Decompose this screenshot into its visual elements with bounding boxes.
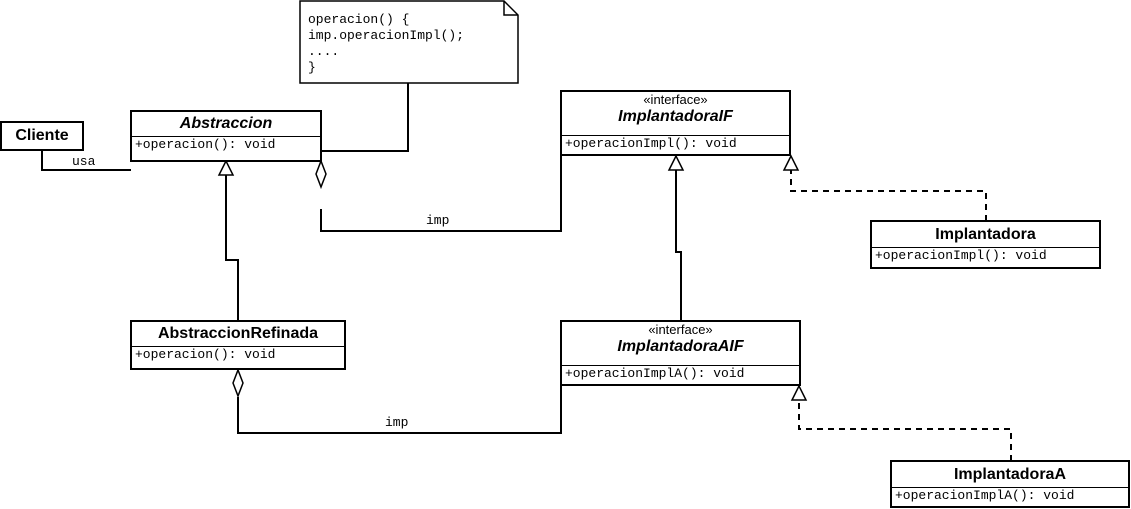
realization-arrow-implantadoraif — [782, 154, 800, 171]
generalization-aif — [675, 170, 682, 321]
class-separator — [562, 365, 799, 366]
class-abstraccion-refinada[interactable]: AbstraccionRefinada +operacion(): void — [130, 320, 346, 370]
note-line: imp.operacionImpl(); — [308, 28, 465, 43]
class-name: Cliente — [15, 127, 69, 144]
aggregation-diamond-bottom — [232, 367, 244, 399]
generalization-arrow-implantadoraif — [667, 154, 685, 171]
class-separator — [132, 346, 344, 347]
note-anchor-line — [321, 83, 409, 152]
code-note: operacion() {imp.operacionImpl();....} — [300, 1, 518, 83]
note-text: operacion() {imp.operacionImpl();....} — [308, 12, 464, 76]
note-line: } — [308, 60, 316, 75]
class-separator — [562, 135, 789, 136]
aggregation-imp-bottom — [237, 386, 562, 434]
aggregation-diamond-top — [315, 158, 327, 190]
interface-stereotype: «interface» — [643, 92, 708, 107]
class-implantadora[interactable]: Implantadora +operacionImpl(): void — [870, 220, 1101, 269]
label-imp-top: imp — [426, 213, 450, 228]
class-name: Abstraccion — [179, 115, 273, 132]
class-name: ImplantadoraAIF — [617, 338, 744, 355]
class-separator — [872, 247, 1099, 248]
generalization-arrow-abstraccion — [217, 159, 235, 176]
class-abstraccion[interactable]: Abstraccion +operacion(): void — [130, 110, 322, 162]
class-method: +operacion(): void — [135, 347, 276, 362]
class-method: +operacionImplA(): void — [565, 366, 745, 381]
label-usa: usa — [72, 154, 96, 169]
note-line: operacion() { — [308, 12, 410, 27]
realization-arrow-implantadoraaif — [790, 384, 808, 401]
note-line: .... — [308, 44, 340, 59]
class-separator — [892, 487, 1128, 488]
aggregation-imp-top — [320, 156, 562, 232]
association-usa — [41, 150, 131, 171]
class-method: +operacionImpl(): void — [875, 248, 1047, 263]
class-name: ImplantadoraIF — [618, 108, 733, 125]
interface-stereotype: «interface» — [648, 322, 713, 337]
realization-implantadora — [790, 170, 987, 221]
class-name: ImplantadoraA — [953, 466, 1066, 483]
generalization-refinada — [225, 175, 239, 321]
interface-implantadoraaif[interactable]: «interface» ImplantadoraAIF +operacionIm… — [560, 320, 801, 386]
class-method: +operacion(): void — [135, 137, 276, 152]
class-method: +operacionImplA(): void — [895, 488, 1075, 503]
class-method: +operacionImpl(): void — [565, 136, 737, 151]
class-name: Implantadora — [935, 226, 1036, 243]
note-shape — [299, 0, 519, 84]
interface-implantadoraif[interactable]: «interface» ImplantadoraIF +operacionImp… — [560, 90, 791, 156]
class-cliente[interactable]: Cliente — [0, 121, 84, 151]
class-implantadora-a[interactable]: ImplantadoraA +operacionImplA(): void — [890, 460, 1130, 508]
class-name: AbstraccionRefinada — [157, 325, 319, 342]
label-imp-bottom: imp — [385, 415, 409, 430]
note-fold — [503, 1, 518, 16]
realization-implantadoraa — [798, 400, 1012, 461]
class-separator — [132, 136, 320, 137]
